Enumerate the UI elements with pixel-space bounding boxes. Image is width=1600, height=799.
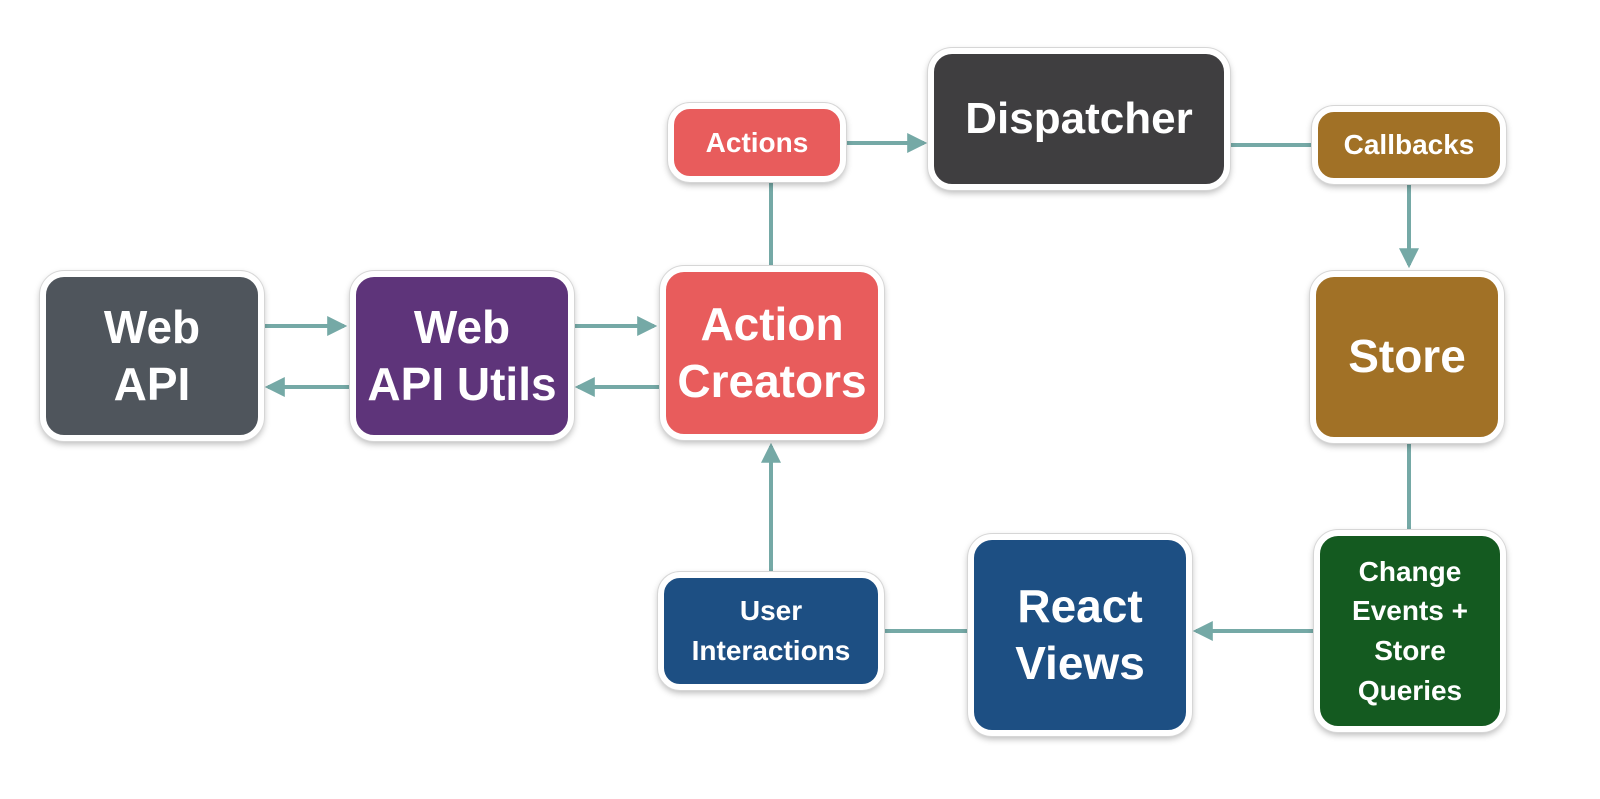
node-actions-label: Actions [705,126,809,158]
node-change-events-store-queries: Change Events + Store Queries [1314,530,1506,732]
node-action-creators: Action Creators [660,266,884,440]
node-react-views-label: React Views [1015,579,1145,690]
node-store-label: Store [1348,330,1466,383]
node-web-api-label: Web API [103,300,201,411]
node-dispatcher-label: Dispatcher [965,94,1193,144]
node-react-views: React Views [968,534,1192,736]
node-web-api-utils-label: Web API Utils [367,300,557,411]
node-change-events-label: Change Events + Store Queries [1352,555,1468,706]
node-web-api: Web API [40,271,264,441]
node-callbacks-label: Callbacks [1343,129,1475,161]
node-user-interactions: User Interactions [658,572,884,690]
node-store: Store [1310,271,1504,443]
node-action-creators-label: Action Creators [677,297,867,408]
node-actions: Actions [668,103,846,182]
node-user-interactions-label: User Interactions [691,595,851,666]
node-dispatcher: Dispatcher [928,48,1230,190]
node-web-api-utils: Web API Utils [350,271,574,441]
node-callbacks: Callbacks [1312,106,1506,184]
